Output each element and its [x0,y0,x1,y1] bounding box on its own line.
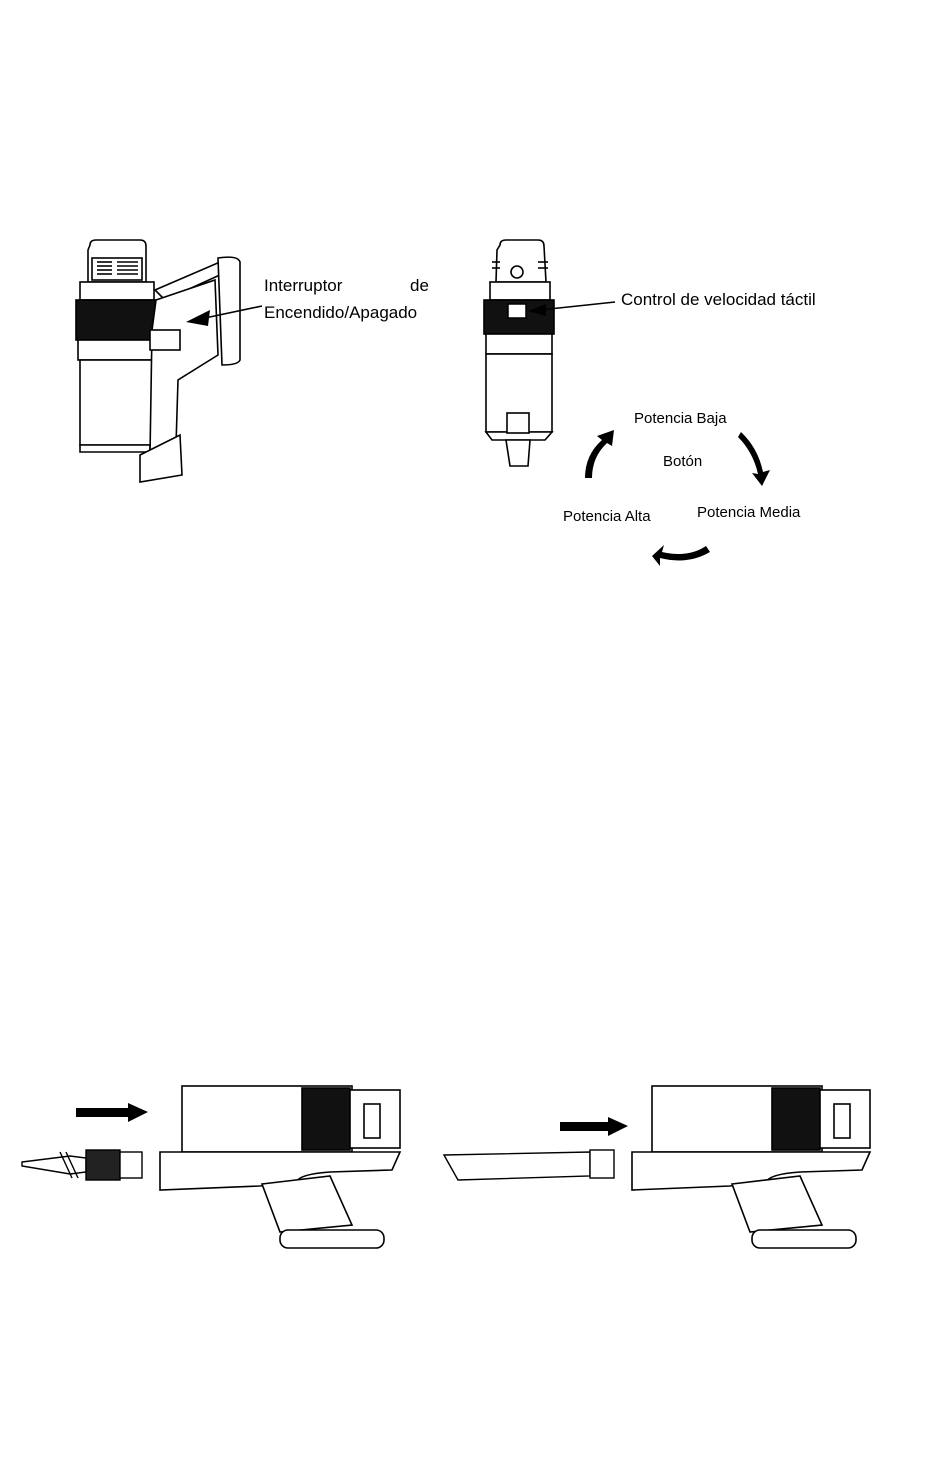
attach-crevice-illustration [0,0,950,1474]
